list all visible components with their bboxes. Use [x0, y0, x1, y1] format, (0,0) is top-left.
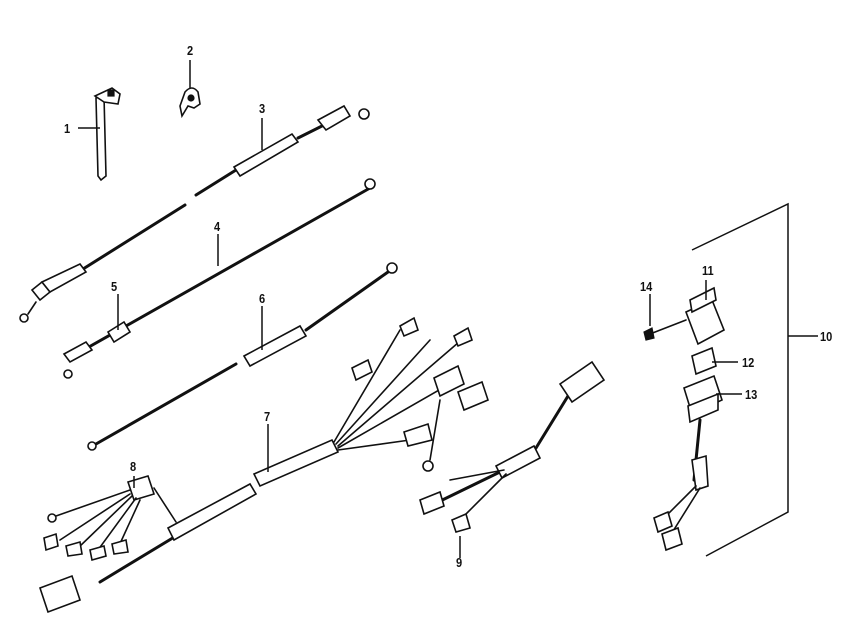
part-10-switch-assembly [643, 202, 789, 557]
leader-lines [78, 60, 818, 558]
callout-5: 5 [111, 279, 118, 294]
callout-8: 8 [130, 459, 137, 474]
callout-9: 9 [456, 555, 463, 570]
part-1-cable-tie [93, 87, 121, 182]
callout-3: 3 [259, 101, 266, 116]
callout-1: 1 [64, 121, 71, 136]
callout-14: 14 [640, 279, 653, 294]
part-2-clamp [179, 87, 201, 119]
callout-7: 7 [264, 409, 271, 424]
part-6-cable [87, 262, 398, 451]
part-3-cable [19, 104, 370, 323]
callout-4: 4 [214, 219, 221, 234]
callout-6: 6 [259, 291, 266, 306]
callout-10: 10 [820, 329, 833, 344]
callout-2: 2 [187, 43, 194, 58]
callout-12: 12 [742, 355, 755, 370]
part-7-main-harness [38, 316, 489, 614]
callout-13: 13 [745, 387, 758, 402]
part-8-junction [43, 475, 177, 562]
part-9-sub-harness [419, 360, 606, 533]
callout-11: 11 [702, 263, 714, 278]
